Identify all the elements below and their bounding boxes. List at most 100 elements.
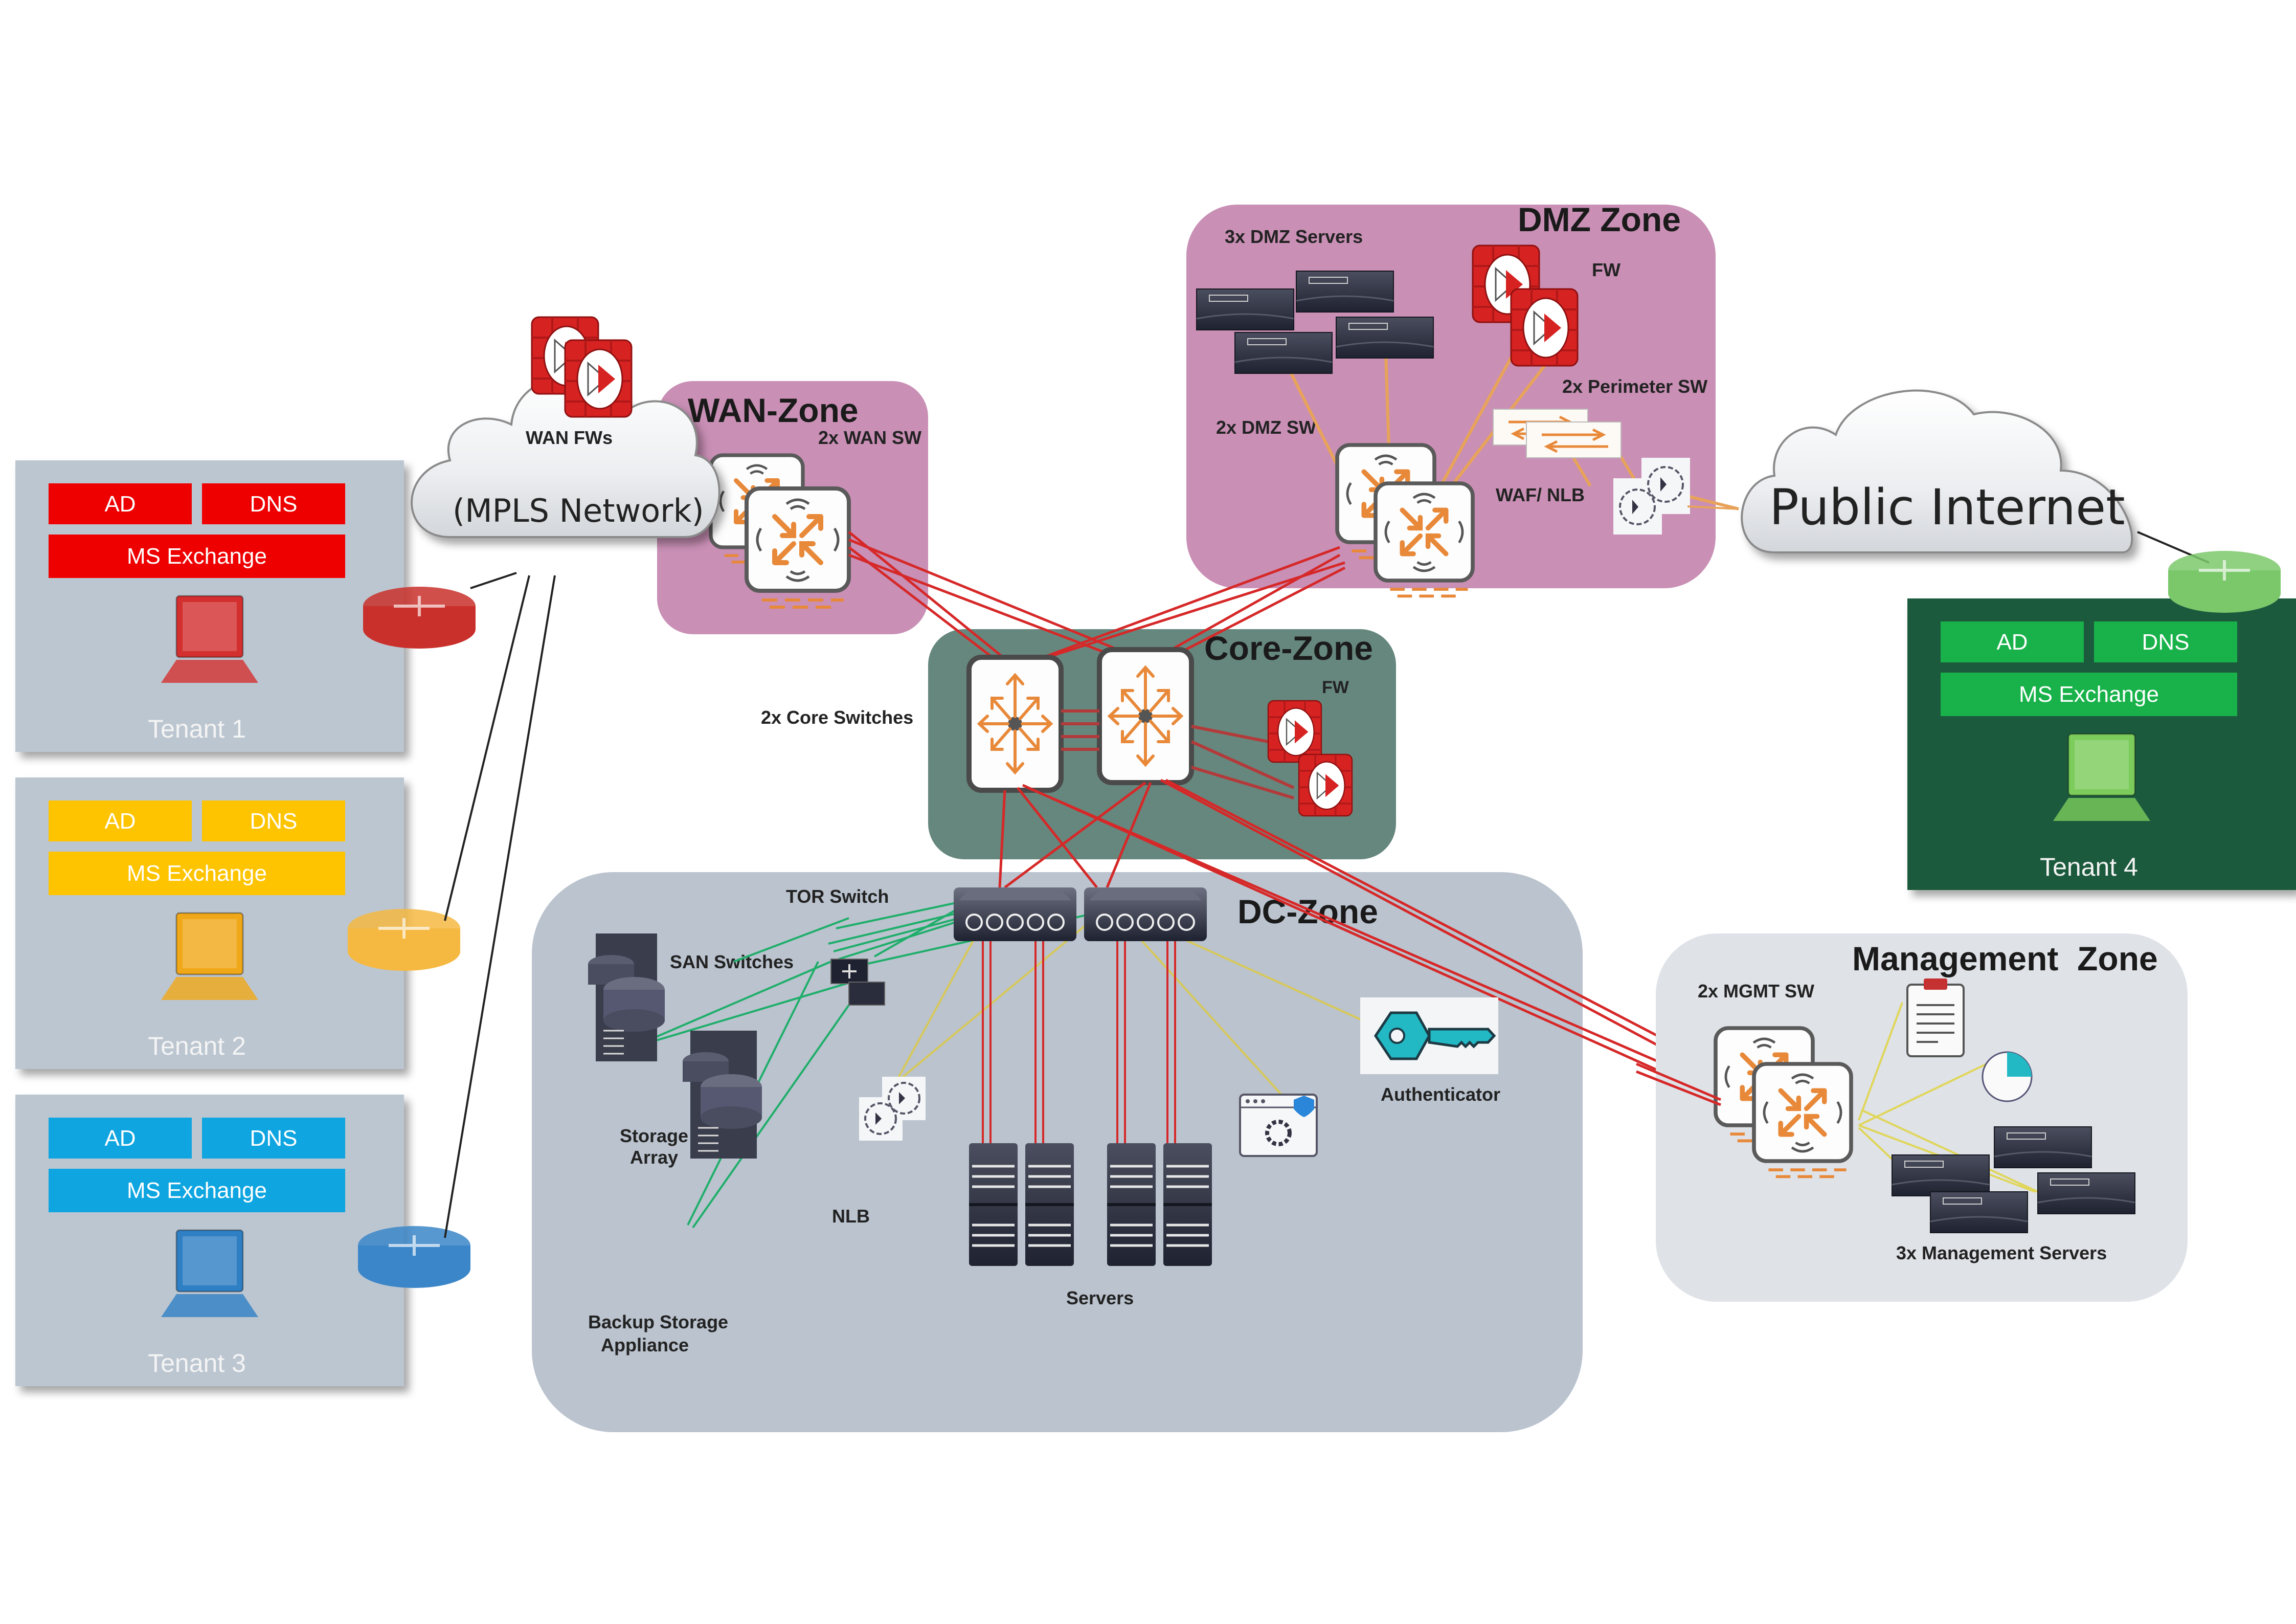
tenant-4-ad-tile[interactable]: AD bbox=[1941, 621, 2084, 662]
mgmt-uplinks bbox=[1636, 1062, 1721, 1106]
tenant-1-exchange-tile[interactable]: MS Exchange bbox=[49, 535, 345, 578]
dc-server-1[interactable] bbox=[969, 1143, 1018, 1266]
wan-switch-2[interactable] bbox=[747, 488, 849, 607]
san-switch-1[interactable] bbox=[830, 959, 868, 984]
mgmt-server-2[interactable] bbox=[1891, 1154, 1990, 1197]
tenant-3-exchange-tile[interactable]: MS Exchange bbox=[49, 1169, 345, 1212]
tenant-4-name: Tenant 4 bbox=[2040, 853, 2138, 881]
tenant-2-dns-label: DNS bbox=[250, 809, 298, 834]
tenant-2-laptop-icon[interactable] bbox=[161, 912, 258, 1000]
dmz-server-2[interactable] bbox=[1196, 288, 1295, 331]
dmz-firewall-2[interactable] bbox=[1510, 288, 1579, 367]
tenant-3-dns-tile[interactable]: DNS bbox=[202, 1118, 345, 1159]
tenant-3-router-icon[interactable] bbox=[358, 1226, 470, 1288]
tor-switch-2[interactable] bbox=[1084, 887, 1207, 941]
wan-switch-label: 2x WAN SW bbox=[818, 427, 921, 448]
tenant-4-exchange-label: MS Exchange bbox=[2019, 682, 2159, 707]
tenant-1-laptop-icon[interactable] bbox=[161, 595, 258, 683]
core-switches-label: 2x Core Switches bbox=[761, 707, 913, 728]
perimeter-switch-2[interactable] bbox=[1526, 421, 1622, 458]
analytics-chart-icon[interactable] bbox=[1982, 1051, 2033, 1102]
tenant-2-exchange-tile[interactable]: MS Exchange bbox=[49, 852, 345, 895]
dmz-switch-2[interactable] bbox=[1376, 483, 1473, 596]
backup-storage-appliance[interactable] bbox=[683, 1031, 762, 1159]
wan-firewall-2[interactable] bbox=[564, 339, 633, 418]
mgmt-switch-label: 2x MGMT SW bbox=[1698, 981, 1814, 1002]
tor-server-links bbox=[982, 941, 1176, 1146]
dmz-server-3[interactable] bbox=[1335, 316, 1434, 359]
tenant-2-dns-tile[interactable]: DNS bbox=[202, 800, 345, 841]
tenant-2-ad-label: AD bbox=[104, 809, 136, 834]
tenant-4-dns-label: DNS bbox=[2142, 630, 2190, 655]
dc-server-4[interactable] bbox=[1163, 1143, 1212, 1266]
mgmt-servers-label: 3x Management Servers bbox=[1896, 1242, 2107, 1263]
tenant-3-ad-tile[interactable]: AD bbox=[49, 1118, 192, 1159]
san-links bbox=[628, 902, 1085, 1229]
dmz-server-1[interactable] bbox=[1295, 270, 1394, 313]
dmz-waf-label: WAF/ NLB bbox=[1496, 484, 1585, 505]
storage-array-label-2: Array bbox=[630, 1147, 678, 1168]
core-uplinks bbox=[848, 531, 1346, 669]
tor-switch-label: TOR Switch bbox=[786, 886, 889, 907]
authenticator-key-icon[interactable] bbox=[1360, 997, 1498, 1074]
tenant-4-router-icon[interactable] bbox=[2168, 551, 2281, 613]
core-interlinks bbox=[1061, 709, 1295, 799]
tenant-1-dns-tile[interactable]: DNS bbox=[202, 483, 345, 524]
waf-nlb-icon[interactable] bbox=[1613, 458, 1690, 535]
wan-zone-title: WAN-Zone bbox=[688, 391, 859, 429]
san-switch-2[interactable] bbox=[848, 982, 885, 1006]
report-clipboard-icon[interactable] bbox=[1906, 978, 1965, 1057]
core-switch-2[interactable] bbox=[1099, 650, 1191, 783]
dc-server-3[interactable] bbox=[1107, 1143, 1156, 1266]
dmz-internet-link bbox=[1687, 505, 1739, 510]
tenant-4-laptop-icon[interactable] bbox=[2053, 733, 2150, 821]
tenant-2-router-icon[interactable] bbox=[348, 909, 460, 971]
tenant1-mpls-link bbox=[470, 572, 517, 589]
wan-firewalls-label: WAN FWs bbox=[526, 427, 613, 448]
dmz-server-4[interactable] bbox=[1234, 331, 1333, 374]
core-dc-links bbox=[998, 778, 1737, 1101]
core-firewall-2[interactable] bbox=[1298, 753, 1353, 817]
tenant-3-exchange-label: MS Exchange bbox=[127, 1178, 267, 1203]
dc-nlb-icon[interactable] bbox=[859, 1077, 926, 1141]
servers-label: Servers bbox=[1066, 1287, 1134, 1308]
dmz-zone-title: DMZ Zone bbox=[1518, 201, 1681, 238]
core-switch-1[interactable] bbox=[969, 657, 1061, 790]
backup-storage-label-2: Appliance bbox=[601, 1334, 689, 1355]
tenant-2-ad-tile[interactable]: AD bbox=[49, 800, 192, 841]
tenant-2-exchange-label: MS Exchange bbox=[127, 861, 267, 886]
tenant-1-router-icon[interactable] bbox=[363, 587, 476, 649]
core-firewall-1[interactable] bbox=[1267, 700, 1322, 763]
mgmt-server-1[interactable] bbox=[1993, 1126, 2092, 1169]
tenant-3-name: Tenant 3 bbox=[148, 1349, 246, 1377]
management-zone-title: Management Zone bbox=[1852, 940, 2158, 977]
backup-storage-label-1: Backup Storage bbox=[588, 1311, 728, 1332]
internet-cloud bbox=[1741, 389, 2133, 553]
tenant2-mpls-link bbox=[444, 575, 530, 921]
mgmt-server-3[interactable] bbox=[2037, 1172, 2136, 1215]
mgmt-switch-2[interactable] bbox=[1754, 1064, 1851, 1176]
storage-array[interactable] bbox=[588, 933, 665, 1061]
dmz-switch-label: 2x DMZ SW bbox=[1216, 417, 1316, 438]
tenant-3-laptop-icon[interactable] bbox=[161, 1229, 258, 1317]
tenant-4-exchange-tile[interactable]: MS Exchange bbox=[1941, 673, 2237, 716]
tenant-1-ad-tile[interactable]: AD bbox=[49, 483, 192, 524]
nlb-label: NLB bbox=[832, 1206, 870, 1227]
dc-server-2[interactable] bbox=[1025, 1143, 1074, 1266]
storage-array-label-1: Storage bbox=[620, 1125, 688, 1146]
mpls-cloud-label: (MPLS Network) bbox=[453, 492, 704, 529]
tenant-1-ad-label: AD bbox=[104, 492, 136, 517]
tenant-1-dns-label: DNS bbox=[250, 492, 298, 517]
tenant-4-dns-tile[interactable]: DNS bbox=[2094, 621, 2237, 662]
security-settings-icon[interactable] bbox=[1239, 1094, 1318, 1157]
tenant-2-name: Tenant 2 bbox=[148, 1032, 246, 1060]
mgmt-server-4[interactable] bbox=[1929, 1191, 2029, 1234]
tor-switch-1[interactable] bbox=[954, 887, 1076, 941]
dmz-perimeter-label: 2x Perimeter SW bbox=[1562, 376, 1707, 397]
tenant-4-ad-label: AD bbox=[1996, 630, 2028, 655]
